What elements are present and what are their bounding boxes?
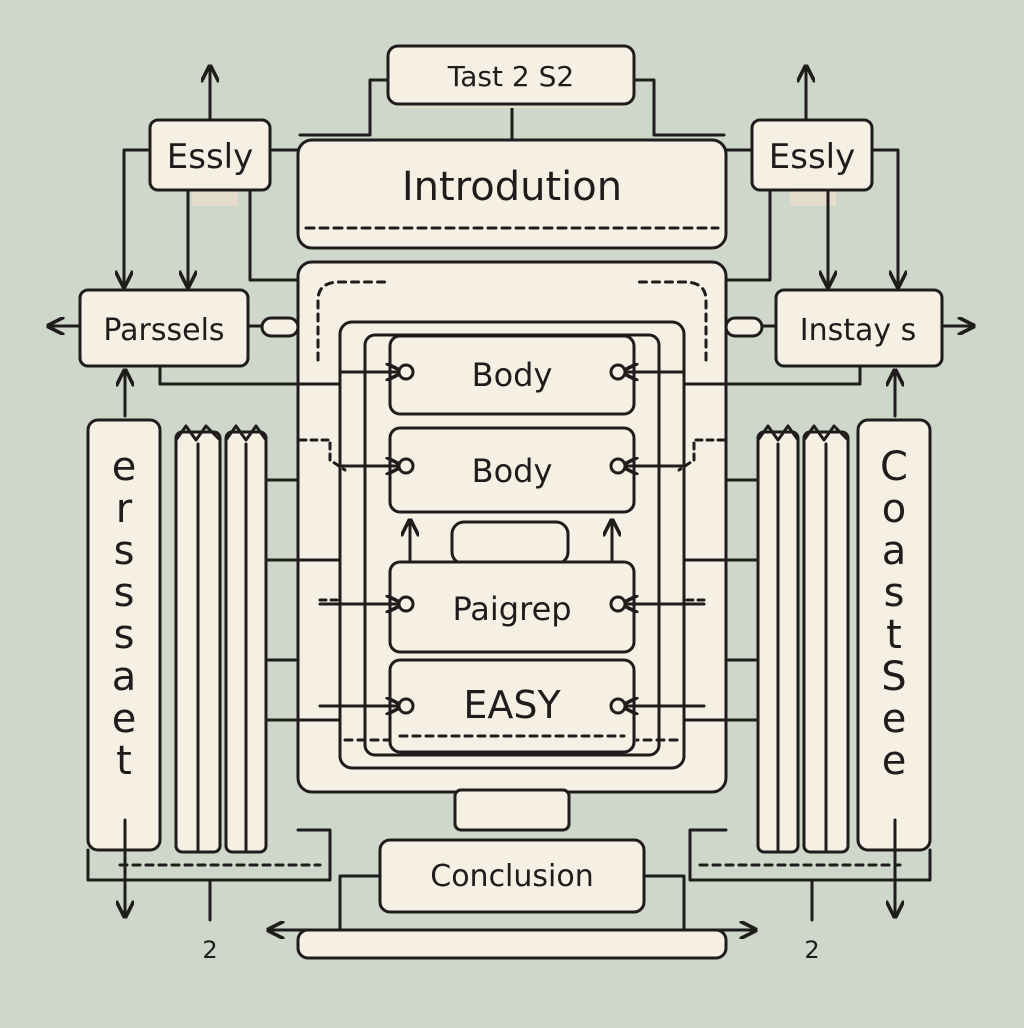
left-column-letter: t (116, 738, 132, 784)
right-ribbon-1-zig (802, 424, 850, 442)
left-column-letter: a (112, 654, 137, 700)
top-box (386, 44, 636, 106)
pedestal (453, 788, 571, 832)
wire-conclusion-right (642, 874, 754, 930)
essly-right-box (750, 118, 874, 192)
left-ribbon-2-zig (224, 424, 268, 442)
top-box-label: Tast 2 S2 (447, 60, 574, 93)
wire-top-left (298, 78, 392, 137)
conclusion-label: Conclusion (430, 859, 594, 894)
right-column-letter: e (882, 738, 907, 784)
dashed-curve-left (316, 280, 392, 362)
left-bottom-rail (86, 828, 332, 882)
right-bottom-rail (688, 828, 932, 882)
left-column-letter: r (116, 486, 133, 532)
instays-pill (724, 316, 764, 338)
parssels-pill (260, 316, 300, 338)
instays-label: Instay s (800, 313, 917, 348)
paragraph-dot-left (397, 595, 415, 613)
right-column-letter: S (881, 654, 906, 700)
body-1-label: Body (472, 356, 553, 394)
left-column-letter: s (114, 612, 135, 658)
right-ribbon-2-zig (756, 424, 800, 442)
left-ribbon-1-zig (174, 424, 222, 442)
right-column-letter: s (884, 570, 905, 616)
wire-instays-bottom (682, 364, 862, 386)
right-column-letter: e (882, 696, 907, 742)
connector-pill (450, 520, 570, 566)
right-column-letter: a (882, 528, 907, 574)
wire-top-right (632, 78, 726, 137)
easy-dot-right (609, 697, 627, 715)
body-1-dot-right (609, 363, 627, 381)
easy-dot-left (397, 697, 415, 715)
left-column-letter: s (114, 570, 135, 616)
left-column-letter: e (112, 444, 137, 490)
dashed-wire-left (298, 438, 347, 472)
wire-essly-right-4 (724, 188, 772, 282)
right-column-letter: o (882, 486, 906, 532)
parssels-box (78, 288, 250, 368)
bottom-left-number: 2 (202, 936, 217, 964)
essly-left-label: Essly (167, 137, 253, 177)
base-bar (296, 928, 728, 960)
wire-essly-left (124, 148, 152, 285)
left-column-letter: s (114, 528, 135, 574)
wire-conclusion-left (270, 874, 382, 930)
wire-parssels-bottom (158, 364, 342, 386)
bottom-right-number: 2 (804, 936, 819, 964)
essly-right-label: Essly (769, 137, 855, 177)
paragraph-label: Paigrep (452, 590, 571, 628)
body-1-dot-left (397, 363, 415, 381)
body-2-dot-left (397, 457, 415, 475)
dashed-curve-right (632, 280, 708, 362)
introduction-box (296, 138, 728, 250)
body-2-dot-right (609, 457, 627, 475)
right-column-letter: t (886, 612, 902, 658)
paragraph-dot-right (609, 595, 627, 613)
wire-essly-right (870, 148, 898, 285)
easy-label: EASY (463, 683, 561, 727)
introduction-label: Introdution (402, 164, 622, 210)
left-column-letter: e (112, 696, 137, 742)
parssels-label: Parssels (103, 313, 224, 348)
wire-essly-left-4 (248, 188, 300, 282)
dashed-wire-right (677, 438, 726, 472)
body-2-label: Body (472, 452, 553, 490)
right-column-letter: C (880, 444, 908, 490)
